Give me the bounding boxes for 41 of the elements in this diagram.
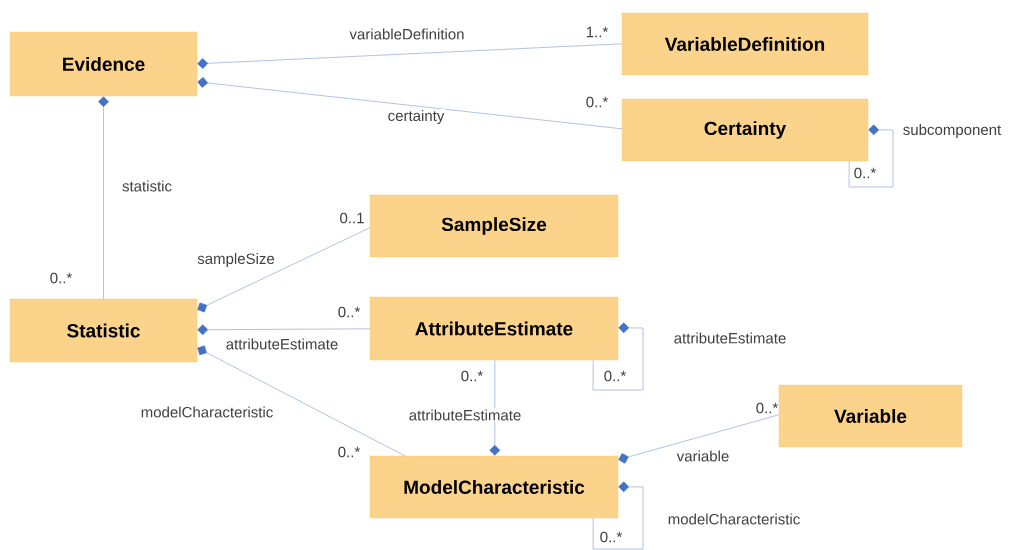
composition-line (848, 124, 894, 188)
composition-line (489, 359, 501, 456)
multiplicity-label: 0..* (604, 370, 627, 382)
multiplicity-label: 0..* (50, 272, 73, 284)
class-box: Evidence (9, 31, 198, 97)
composition-line (592, 322, 644, 391)
edge-label: modelCharacteristic (139, 405, 275, 419)
multiplicity-label: 0..1 (340, 212, 364, 224)
class-box: VariableDefinition (621, 12, 869, 76)
composition-line (592, 481, 644, 550)
edge-label: modelCharacteristic (666, 512, 802, 526)
class-box: Statistic (9, 298, 198, 363)
edge-label: attributeEstimate (224, 337, 340, 351)
composition-line (197, 227, 371, 313)
multiplicity-label: 0..* (338, 446, 361, 458)
composition-line (197, 77, 623, 130)
composition-line (197, 324, 371, 336)
edge-label: statistic (121, 179, 173, 193)
multiplicity-label: 0..* (854, 167, 877, 179)
multiplicity-label: 0..* (600, 531, 623, 543)
class-box: Variable (778, 384, 963, 448)
edge-label: sampleSize (196, 252, 276, 268)
composition-line (98, 96, 109, 300)
composition-line (197, 43, 623, 69)
class-box: AttributeEstimate (369, 296, 619, 361)
edge-label: certainty (386, 109, 446, 125)
edge-label: subcomponent (901, 123, 1003, 139)
edge-label: attributeEstimate (672, 331, 788, 345)
multiplicity-label: 0..* (586, 96, 609, 108)
edge-label: attributeEstimate (407, 408, 523, 422)
class-box: Certainty (621, 98, 869, 162)
class-box: SampleSize (369, 194, 619, 258)
multiplicity-label: 0..* (338, 306, 361, 318)
composition-line (197, 345, 406, 457)
multiplicity-label: 1..* (586, 26, 609, 38)
multiplicity-label: 0..* (756, 402, 779, 414)
composition-line (618, 414, 780, 464)
edge-label: variableDefinition (348, 27, 466, 41)
multiplicity-label: 0..* (461, 370, 484, 382)
class-box: ModelCharacteristic (369, 455, 619, 519)
edge-label: variable (675, 449, 731, 463)
